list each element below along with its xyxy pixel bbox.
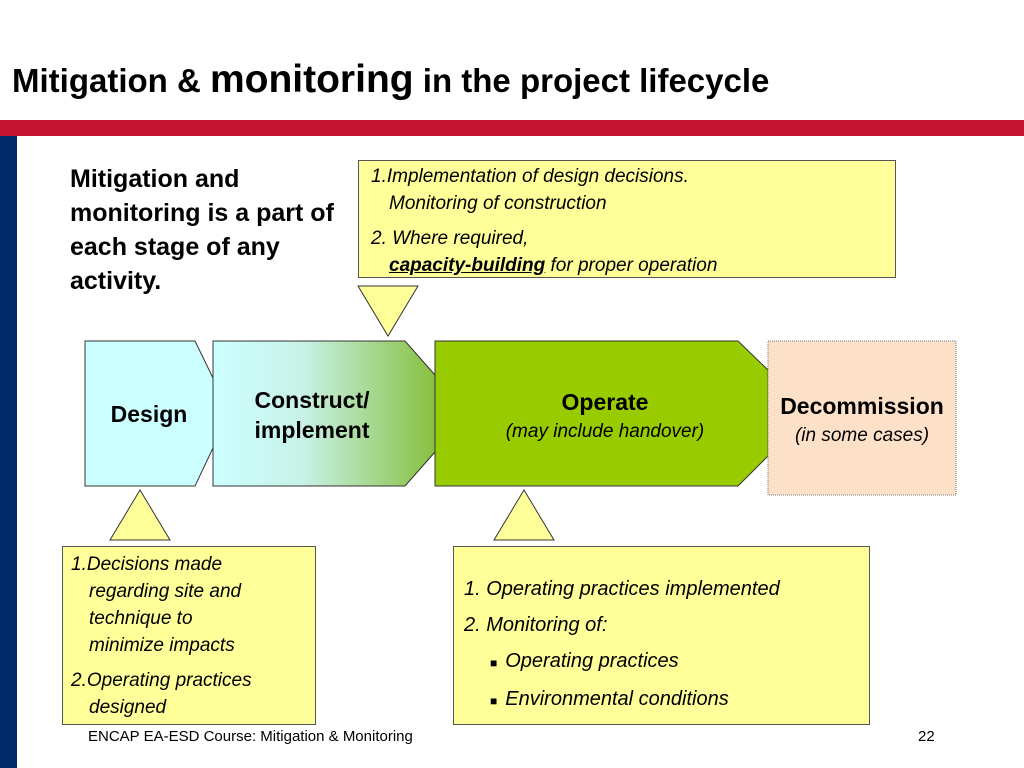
intro-text: Mitigation and monitoring is a part of e… [70, 165, 334, 295]
callout-operate: 1. Operating practices implemented 2. Mo… [453, 546, 870, 725]
bullet-icon: ■ [490, 694, 498, 708]
triangle-down-construct [357, 285, 419, 337]
callout-line: technique to [89, 608, 193, 629]
title-divider [0, 120, 1024, 136]
callout-design: 1.Decisions made regarding site and tech… [62, 546, 316, 725]
callout-text: for proper operation [545, 255, 718, 276]
stage-label: implement [254, 417, 370, 443]
callout-line: 1.Decisions made [71, 554, 223, 575]
stage-sublabel: (may include handover) [505, 421, 705, 442]
callout-line: 2. Monitoring of: [464, 614, 608, 636]
callout-line: 2. Where required, [371, 228, 529, 249]
emphasis-text: capacity-building [389, 255, 546, 276]
stage-sublabel: (in some cases) [794, 425, 930, 446]
triangle-up-design [109, 489, 171, 541]
stage-label: Decommission [780, 393, 944, 419]
page-number: 22 [918, 728, 935, 745]
callout-line: minimize impacts [89, 635, 235, 656]
callout-line: designed [89, 697, 167, 718]
stage-construct: Construct/implement [213, 385, 411, 445]
title-part: in the project lifecycle [413, 62, 770, 99]
stage-label: Construct/ [254, 387, 370, 413]
callout-line: 1.Implementation of design decisions. [371, 166, 689, 187]
footer-text: ENCAP EA-ESD Course: Mitigation & Monito… [88, 728, 413, 745]
callout-line: 2.Operating practices [71, 670, 252, 691]
bullet-item: ■ Environmental conditions [464, 681, 869, 719]
stage-label: Design [110, 401, 188, 427]
bullet-text: Environmental conditions [505, 688, 729, 710]
title-emphasis: monitoring [209, 58, 414, 101]
side-bar [0, 136, 17, 768]
stage-operate: Operate (may include handover) [435, 387, 775, 447]
triangle-up-operate [493, 489, 555, 541]
title-part: Mitigation & [12, 62, 210, 99]
bullet-icon: ■ [490, 656, 498, 670]
callout-line: capacity-building for proper operation [371, 252, 895, 279]
callout-line: Monitoring of construction [389, 193, 607, 214]
stage-label: Operate [561, 389, 649, 415]
slide-title: Mitigation & monitoring in the project l… [12, 58, 769, 102]
callout-construct: 1.Implementation of design decisions. Mo… [358, 160, 896, 278]
stage-decommission-shape [767, 340, 957, 496]
bullet-text: Operating practices [505, 650, 679, 672]
callout-line: 1. Operating practices implemented [464, 578, 780, 600]
stage-design: Design [85, 399, 213, 429]
stage-decommission: Decommission (in some cases) [764, 391, 960, 451]
callout-line: regarding site and [89, 581, 242, 602]
bullet-item: ■ Operating practices [464, 643, 869, 681]
